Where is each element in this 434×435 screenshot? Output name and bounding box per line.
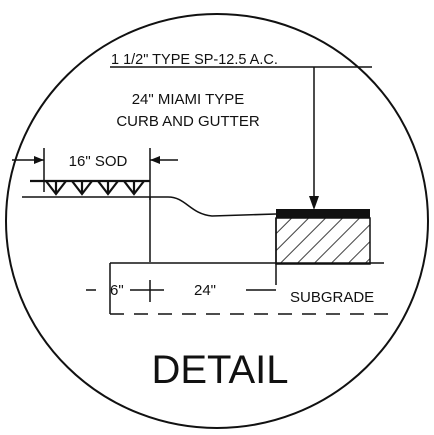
ac-callout-arrowhead xyxy=(309,196,319,210)
gutter-profile xyxy=(150,196,277,217)
curb-label-line2: CURB AND GUTTER xyxy=(116,113,260,130)
ac-layer-label: 1 1/2" TYPE SP-12.5 A.C. xyxy=(111,52,278,68)
sod-label: 16" SOD xyxy=(69,153,128,170)
detail-title: DETAIL xyxy=(151,348,288,392)
dim-24-label: 24" xyxy=(194,282,216,299)
base-hatch xyxy=(275,217,371,265)
curb-label-line1: 24" MIAMI TYPE xyxy=(132,91,245,108)
sod-arrow-right xyxy=(150,156,160,164)
dim-6-label: 6" xyxy=(110,282,124,299)
subgrade-label: SUBGRADE xyxy=(290,289,374,306)
detail-circle xyxy=(5,13,429,429)
ac-layer xyxy=(276,209,370,218)
sod-arrow-left xyxy=(34,156,44,164)
sod-grass-symbol xyxy=(30,179,150,196)
